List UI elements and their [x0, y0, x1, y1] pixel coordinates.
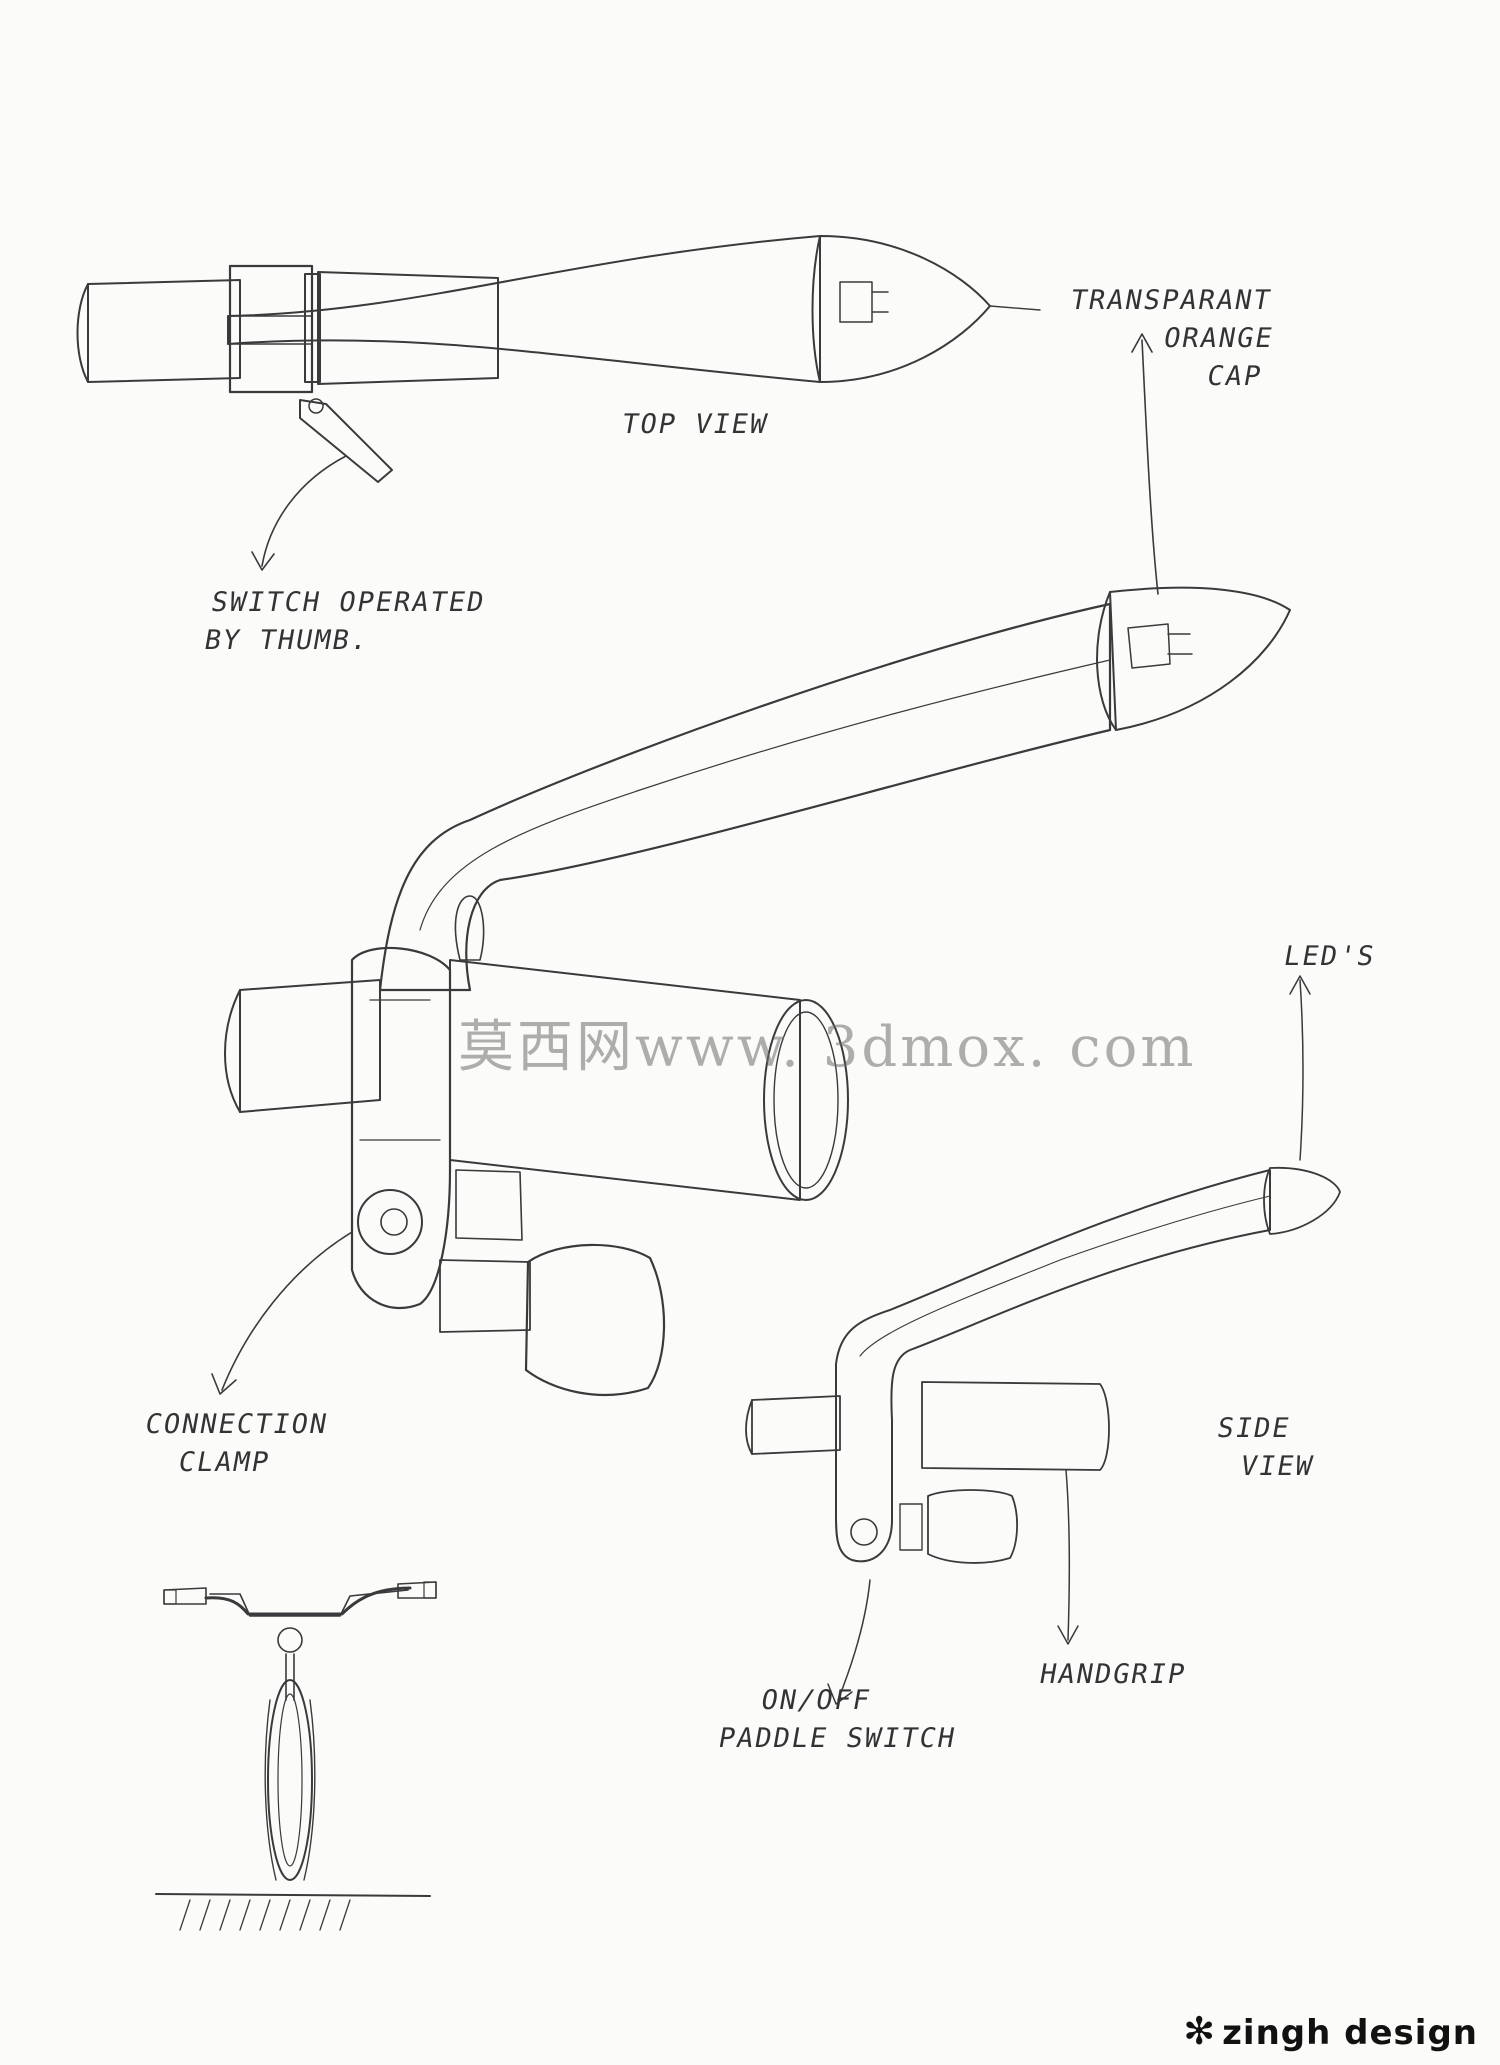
label-side-view-line-1: SIDE — [1214, 1413, 1294, 1444]
label-transparent-cap: TRANSPARANT ORANGE CAP — [1054, 282, 1284, 396]
bicycle-front-view — [155, 1581, 437, 1931]
label-connection-clamp-line-1: CONNECTION — [142, 1409, 331, 1440]
label-leds: LED'S — [1281, 941, 1379, 972]
label-connection-clamp-line-2: CLAMP — [176, 1447, 273, 1478]
label-side-view: SIDE VIEW — [1207, 1410, 1323, 1486]
label-paddle-switch: ON/OFF PADDLE SWITCH — [715, 1682, 966, 1758]
label-handgrip: HANDGRIP — [1037, 1659, 1189, 1690]
label-paddle-switch-line-2: PADDLE SWITCH — [716, 1723, 959, 1754]
label-switch-thumb-line-2: BY THUMB. — [202, 625, 372, 656]
brand-logo: ✻zingh design — [1183, 2009, 1478, 2053]
label-paddle-switch-line-1: ON/OFF — [758, 1685, 874, 1716]
side-view — [745, 975, 1341, 1705]
brand-name: zingh design — [1222, 2013, 1478, 2053]
watermark-text: 莫西网www. 3dmox. com — [458, 1015, 1197, 1080]
perspective-view — [211, 586, 1291, 1396]
label-transparent-cap-line-2: ORANGE — [1161, 323, 1277, 354]
top-view — [76, 235, 1159, 595]
label-transparent-cap-line-1: TRANSPARANT — [1068, 285, 1275, 316]
label-switch-thumb-line-1: SWITCH OPERATED — [208, 587, 489, 618]
label-connection-clamp: CONNECTION CLAMP — [135, 1406, 331, 1482]
asterisk-icon: ✻ — [1183, 2009, 1217, 2053]
label-switch-thumb: SWITCH OPERATED BY THUMB. — [201, 584, 488, 660]
label-top-view: TOP VIEW — [619, 409, 771, 440]
label-side-view-line-2: VIEW — [1238, 1451, 1317, 1482]
label-transparent-cap-line-3: CAP — [1204, 361, 1265, 392]
